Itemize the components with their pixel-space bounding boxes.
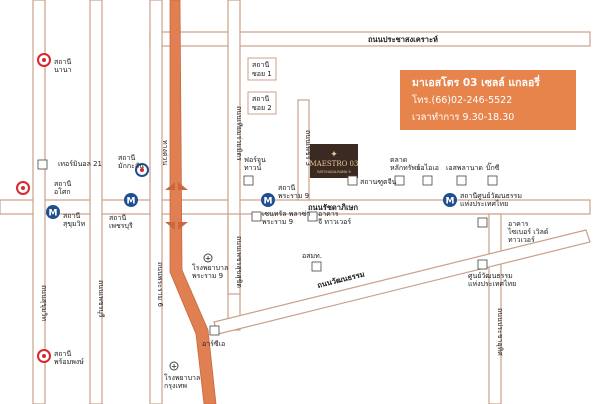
label-oso: อสมท.: [302, 252, 322, 260]
building-icon-g-tower: [307, 211, 318, 222]
hospital-bangkok-icon: [169, 361, 179, 371]
label-thai-cultural: สถานีศูนย์วัฒนธรรมแห่งประเทศไทย: [460, 192, 522, 208]
landmark-icons: [37, 159, 498, 336]
mrt-stations: M M M M: [46, 193, 457, 219]
road-label-v-rama6: ถนนพระราม 6: [156, 262, 164, 307]
road-label-expressway: ทางด่วน: [161, 140, 169, 165]
label-talad: ตลาดหลักทรัพย์: [390, 156, 420, 172]
label-central-rama9: เซนทรัล พลาซ่าพระราม 9: [262, 210, 310, 226]
soi-box-1: [247, 57, 277, 81]
label-esplanade: เอสพลานาด: [446, 164, 483, 172]
svg-text:M: M: [446, 197, 455, 207]
label-chinese-embassy: สถานฑูตจีน: [360, 178, 397, 186]
building-icon-central-rama9: [251, 211, 262, 222]
building-icon-the-street: [477, 217, 488, 228]
label-the-street: อาคารไซเบอร์ เวิลด์ทาวเวอร์: [507, 220, 548, 244]
road-label-top: ถนนประชาสงเคราะห์: [368, 35, 438, 44]
label-bigc: บิ๊กซี: [486, 162, 500, 172]
label-cultural-center: ศูนย์วัฒนธรรมแห่งประเทศไทย: [468, 272, 516, 288]
svg-text:+: +: [205, 255, 211, 263]
label-bangkok-hospital: โรงพยาบาลกรุงเทพ: [164, 373, 200, 390]
building-icon-esplanade: [456, 175, 467, 186]
building-icon-oso: [311, 261, 322, 272]
soi-box-1-line2: ซอย 1: [252, 70, 272, 78]
building-icon-cultural-center: [477, 259, 488, 270]
maestro-sub: RATCHADA-RAMA 9: [317, 170, 350, 174]
road-v-left1: [32, 0, 46, 404]
road-v-left2: [89, 0, 103, 404]
svg-text:M: M: [264, 197, 273, 207]
label-rama9-hospital: โรงพยาบาลพระราม 9: [192, 263, 228, 280]
expressway: [169, 0, 217, 404]
hospital-rama9-icon: [203, 253, 213, 263]
building-icon-rca: [209, 325, 220, 336]
label-asok: สถานีอโศก: [54, 180, 71, 196]
building-icon-chinese-embassy: [347, 175, 358, 186]
info-hours: เวลาทำการ 9.30-18.30: [412, 112, 514, 123]
label-nana: สถานีนานา: [54, 58, 72, 74]
building-icon-fortune: [243, 175, 254, 186]
label-sukhumvit: สถานีสุขุมวิท: [63, 212, 86, 228]
info-phone: โทร.(66)02-246-5522: [412, 94, 512, 106]
label-phrom-phong: สถานีพร้อมพงษ์: [54, 350, 84, 366]
label-makkasan: สถานีมักกะสัน: [118, 154, 144, 170]
bts-stations: [16, 53, 149, 363]
mrt-rama9-icon: [261, 193, 275, 207]
road-label-soi3: ถนนเพชร 3: [304, 130, 312, 166]
soi-box-2: [247, 91, 277, 115]
maestro-logo-mark: ✦: [330, 150, 338, 160]
label-aia: เอไอเอ: [418, 163, 439, 172]
soi-box-2-line2: ซอย 2: [252, 104, 272, 112]
road-v-left3: [149, 0, 163, 404]
svg-text:+: +: [171, 363, 177, 371]
building-icon-aia: [422, 175, 433, 186]
maestro-box: [310, 144, 358, 178]
road-soi3: [297, 99, 310, 201]
building-icon-talad: [394, 175, 405, 186]
soi-box-1-line1: สถานี: [252, 61, 269, 69]
expressway-ramps: [165, 182, 188, 230]
label-rama9: สถานีพระราม 9: [278, 184, 309, 200]
road-main: [0, 199, 591, 215]
road-label-v-left1: ถนนสุขุมวิท: [40, 285, 48, 321]
label-rca: อาร์ซีเอ: [202, 340, 225, 348]
road-label-rama6-soi: ถนนเพชรสุขสุชิต: [235, 236, 243, 288]
hospital-icons: + +: [169, 253, 213, 371]
road-label-v-center: ถนนเทียมร่วมมิตร: [235, 106, 243, 161]
landmark-labels: เทอร์มินอล 21 ฟอร์จูนทาวน์ สถานฑูตจีน ตล…: [58, 156, 548, 390]
maestro-name: MAESTRO 03: [310, 160, 359, 168]
label-phetchaburi: สถานีเพชรบุรี: [109, 214, 133, 230]
road-rama6: [227, 213, 241, 295]
label-g-tower: อาคารจี ทาวเวอร์: [318, 210, 351, 226]
road-diagonal: [213, 229, 591, 335]
road-label-main: ถนนรัชดาภิเษก: [308, 203, 358, 212]
mrt-cultural-icon: [443, 193, 457, 207]
svg-text:M: M: [49, 209, 58, 219]
building-icon-bigc: [487, 175, 498, 186]
mrt-phetchaburi-icon: [124, 193, 138, 207]
soi-box-2-line1: สถานี: [252, 95, 269, 103]
station-labels: สถานีนานา สถานีอโศก สถานีสุขุมวิท สถานีเ…: [54, 58, 522, 366]
road-label-v-right: ถนนประชาอุทิศ: [496, 308, 504, 356]
svg-text:M: M: [127, 197, 136, 207]
label-fortune: ฟอร์จูนทาวน์: [244, 156, 266, 172]
label-terminal21: เทอร์มินอล 21: [58, 160, 102, 168]
road-label-v-left2: ถนนเพชรบุรี: [97, 280, 105, 318]
mrt-sukhumvit-icon: [46, 205, 60, 219]
info-box: [400, 70, 576, 130]
info-title: มาเอสโตร 03 เซลล์ แกลอรี่: [412, 74, 540, 89]
building-icon-terminal21: [37, 159, 48, 170]
